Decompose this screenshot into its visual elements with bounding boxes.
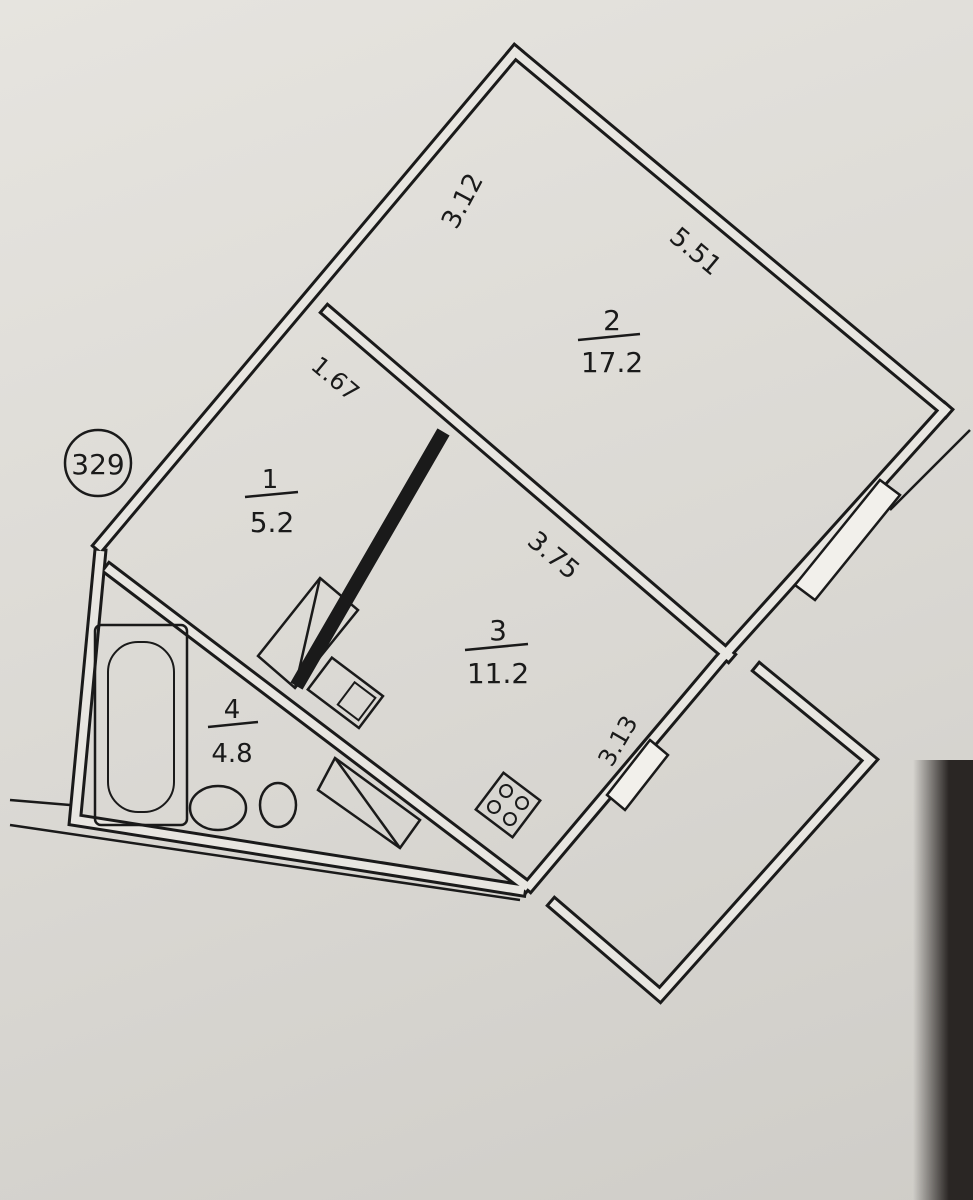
dimension-3-75: 3.75 [521, 526, 585, 586]
window-room3 [605, 738, 670, 812]
room-1-label: 1 5.2 [244, 465, 299, 539]
apartment-number-badge: 329 [63, 428, 133, 498]
device-edge [913, 760, 973, 1200]
toilet-icon [258, 781, 298, 829]
dimension-1-67: 1.67 [306, 351, 365, 407]
kitchen-sink-icon [306, 655, 385, 730]
sink-icon [188, 784, 248, 832]
svg-text:4.8: 4.8 [211, 739, 252, 769]
windows [605, 478, 902, 812]
room-4-label: 4 4.8 [207, 695, 259, 769]
window-room2 [793, 478, 902, 602]
svg-text:2: 2 [603, 304, 621, 337]
ventilation-shaft-icon [256, 576, 422, 850]
svg-text:11.2: 11.2 [467, 657, 529, 690]
dimension-5-51: 5.51 [663, 222, 727, 282]
wall-room1-room3 [290, 428, 450, 690]
room-2-label: 2 17.2 [577, 304, 643, 379]
walls [9, 42, 971, 1005]
svg-text:4: 4 [224, 695, 241, 725]
svg-text:5.2: 5.2 [250, 506, 295, 539]
svg-text:17.2: 17.2 [581, 346, 643, 379]
room-3-label: 3 11.2 [464, 614, 529, 690]
apartment-number: 329 [71, 448, 124, 481]
fixtures [93, 576, 542, 850]
svg-text:1: 1 [262, 465, 279, 495]
svg-text:3: 3 [489, 614, 507, 647]
stove-icon [474, 771, 542, 839]
bathtub-icon [93, 623, 189, 827]
dimension-3-12: 3.12 [436, 169, 490, 234]
